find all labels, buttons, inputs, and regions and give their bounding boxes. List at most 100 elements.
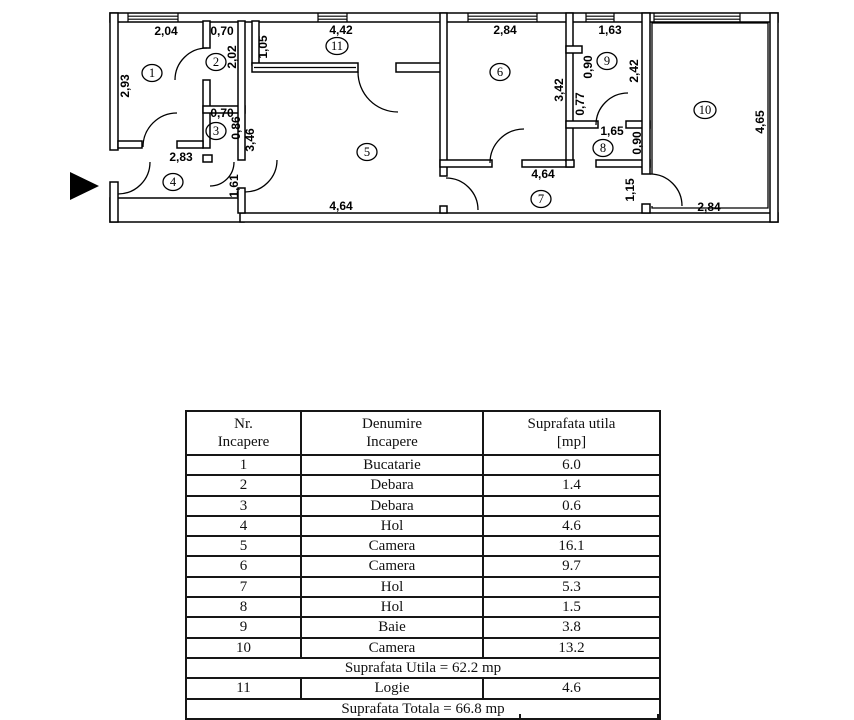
dimension-label: 1,61 [227,174,241,198]
svg-text:8: 8 [600,141,606,155]
table-cell: 10 [185,636,302,659]
floor-plan: 2,04 0,70 2,93 2,02 1,05 4,42 0,70 0,86 … [70,12,779,223]
dimension-label: 1,65 [600,124,624,138]
room-number-7: 7 [530,189,552,209]
dimension-label: 4,64 [531,167,555,181]
table-cell: 3 [185,494,302,517]
table-cell: Camera [300,636,484,659]
svg-text:3: 3 [213,124,219,138]
room-number-8: 8 [592,138,614,158]
dimension-label: 0,90 [581,55,595,79]
subtotal-label: Suprafata Utila = 62.2 mp [185,656,661,680]
dimension-label: 2,42 [627,59,641,83]
dimension-label: 2,04 [154,24,178,38]
table-cell: Baie [300,616,484,639]
dimension-label: 2,83 [169,150,193,164]
window-icon [317,13,348,22]
entrance-arrow-icon [70,172,99,200]
table-cell: 13.2 [482,636,661,659]
svg-text:6: 6 [497,65,503,79]
dimension-label: 0,77 [573,92,587,116]
room-number-10: 10 [693,100,717,120]
table-cell: 1.4 [482,474,661,497]
table-cell: Debara [300,474,484,497]
table-cell: 1 [185,453,302,477]
table-cell: Camera [300,535,484,558]
room-number-1: 1 [141,63,163,83]
window-icon [653,13,741,22]
balcony-window-icon [251,62,359,73]
table-cell: Camera [300,555,484,578]
total-label: Suprafata Totala = 66.8 mp [185,697,661,720]
room-numbers: 1 2 3 4 5 6 7 8 9 10 11 [141,36,717,209]
col-header-suprafata: Suprafata utila [mp] [482,410,661,456]
dimension-label: 4,64 [329,199,353,213]
table-cell: 9 [185,616,302,639]
interior-walls [117,12,769,214]
table-cell: 11 [185,677,302,700]
table-cell: 16.1 [482,535,661,558]
table-partial-row-edge [185,714,187,720]
table-partial-row-edge [657,714,659,720]
col-header-denumire: Denumire Incapere [300,410,484,456]
room-number-4: 4 [162,172,184,192]
table-cell: 5.3 [482,575,661,599]
table-cell: 8 [185,596,302,619]
window-icon [467,13,538,22]
area-table: Nr. Incapere Denumire Incapere Suprafata… [185,410,661,720]
door-arcs [117,47,683,211]
table-cell: Bucatarie [300,453,484,477]
dimension-labels: 2,04 0,70 2,93 2,02 1,05 4,42 0,70 0,86 … [118,23,767,214]
table-cell: 7 [185,575,302,599]
table-cell: 3.8 [482,616,661,639]
room-area-table: Nr. Incapere Denumire Incapere Suprafata… [185,410,661,720]
dimension-label: 3,42 [552,78,566,102]
table-cell: Debara [300,494,484,517]
svg-text:2: 2 [213,55,219,69]
table-cell: 1.5 [482,596,661,619]
svg-text:1: 1 [149,66,155,80]
dimension-label: 0,86 [229,116,243,140]
svg-text:5: 5 [364,145,370,159]
dimension-label: 2,84 [493,23,517,37]
table-partial-row-divider [519,714,521,720]
table-cell: 0.6 [482,494,661,517]
dimension-label: 2,84 [697,200,721,214]
table-cell: Logie [300,677,484,700]
table-cell: Hol [300,514,484,538]
header-line: Incapere [366,434,418,450]
table-cell: 4 [185,514,302,538]
table-cell: 6.0 [482,453,661,477]
dimension-label: 2,02 [225,45,239,69]
room-number-6: 6 [489,62,511,82]
room-number-5: 5 [356,142,378,162]
svg-text:7: 7 [538,192,544,206]
dimension-label: 1,15 [623,178,637,202]
dimension-label: 2,93 [118,74,132,98]
table-cell: 5 [185,535,302,558]
subtotal-row: Suprafata Utila = 62.2 mp [185,656,661,680]
room-number-11: 11 [325,36,349,56]
dimension-label: 4,42 [329,23,353,37]
dimension-label: 1,05 [256,35,270,59]
svg-text:9: 9 [604,54,610,68]
dimension-label: 1,63 [598,23,622,37]
header-line: Suprafata utila [527,415,616,432]
table-cell: 2 [185,474,302,497]
table-row-11: 11 Logie 4.6 [185,677,661,700]
dimension-label: 0,70 [210,106,234,120]
table-header-row: Nr. Incapere Denumire Incapere Suprafata… [185,410,661,456]
table-cell: 6 [185,555,302,578]
total-row: Suprafata Totala = 66.8 mp [185,697,661,720]
svg-text:4: 4 [170,175,177,189]
